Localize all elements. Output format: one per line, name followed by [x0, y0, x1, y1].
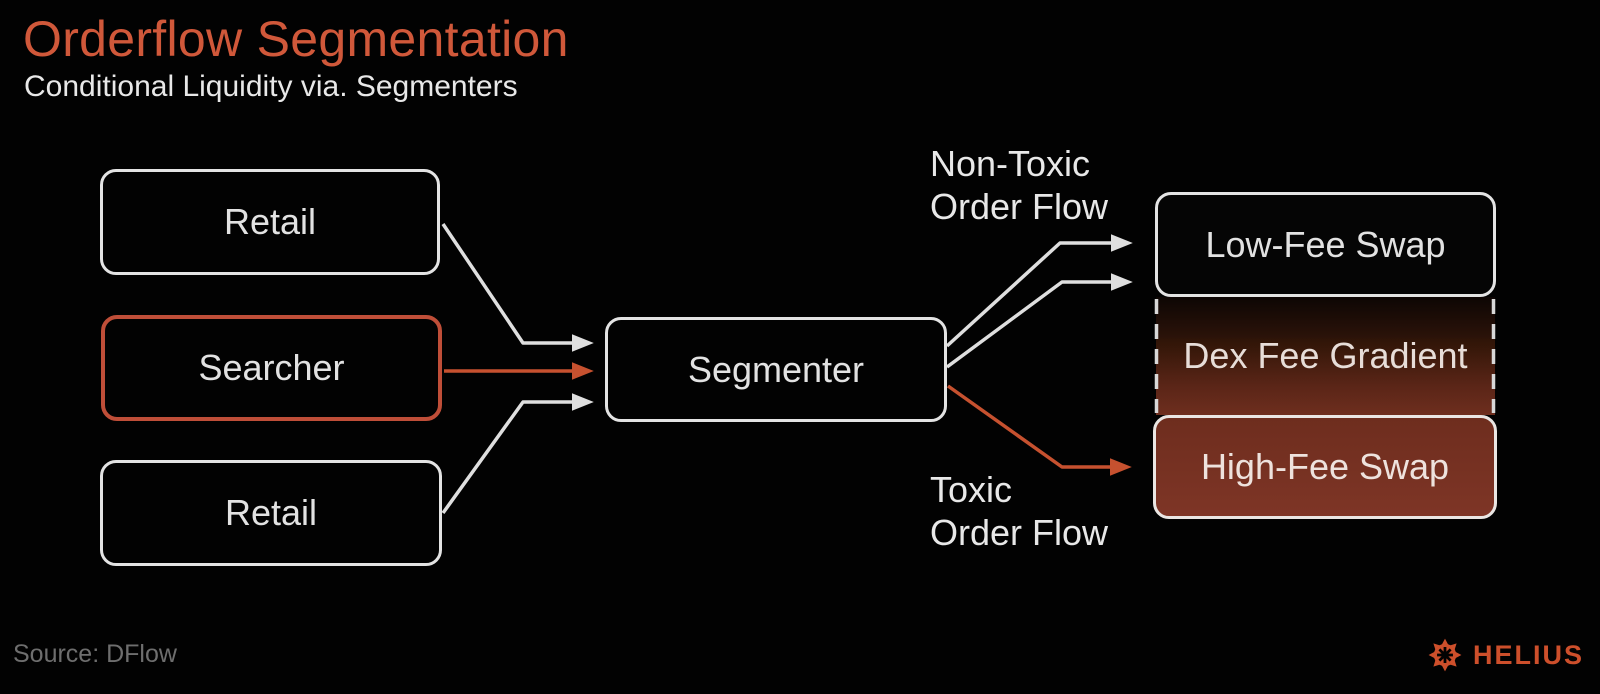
arrow-segmenter-to-high-fee-toxic: [946, 384, 1132, 476]
node-low-fee-swap-label: Low-Fee Swap: [1205, 223, 1446, 265]
helius-logo: HELIUS: [1427, 637, 1584, 673]
helius-sunburst-icon: [1428, 638, 1462, 672]
label-toxic-order-flow: Toxic Order Flow: [930, 468, 1108, 554]
node-searcher-label: Searcher: [198, 347, 345, 388]
page-subtitle: Conditional Liquidity via. Segmenters: [24, 70, 518, 103]
label-toxic-line1: Toxic: [930, 469, 1013, 510]
node-low-fee-swap: Low-Fee Swap: [1155, 192, 1496, 297]
dex-fee-gradient-label: Dex Fee Gradient: [1183, 335, 1468, 376]
helius-wordmark: HELIUS: [1473, 639, 1585, 670]
node-retail-top-label: Retail: [223, 201, 317, 242]
page-title: Orderflow Segmentation: [23, 11, 569, 67]
node-retail-bottom-label: Retail: [224, 492, 318, 533]
source-note: Source: DFlow: [13, 640, 177, 668]
arrow-retail-bottom-to-segmenter: [441, 393, 594, 515]
node-segmenter: Segmenter: [605, 317, 947, 422]
arrow-retail-top-to-segmenter: [441, 223, 594, 352]
node-high-fee-swap: High-Fee Swap: [1153, 415, 1497, 519]
label-non-toxic-line1: Non-Toxic: [930, 143, 1091, 184]
dex-fee-gradient-zone: Dex Fee Gradient: [1156, 297, 1495, 415]
node-retail-top: Retail: [100, 169, 440, 275]
label-toxic-line2: Order Flow: [930, 512, 1109, 553]
arrow-segmenter-to-low-fee-1: [945, 234, 1133, 348]
label-non-toxic-line2: Order Flow: [930, 186, 1109, 227]
arrow-segmenter-to-low-fee-2: [945, 273, 1133, 369]
node-segmenter-label: Segmenter: [687, 348, 865, 390]
node-high-fee-swap-label: High-Fee Swap: [1200, 446, 1450, 487]
label-non-toxic-order-flow: Non-Toxic Order Flow: [930, 142, 1108, 228]
node-retail-bottom: Retail: [100, 460, 442, 566]
node-searcher: Searcher: [101, 315, 442, 421]
